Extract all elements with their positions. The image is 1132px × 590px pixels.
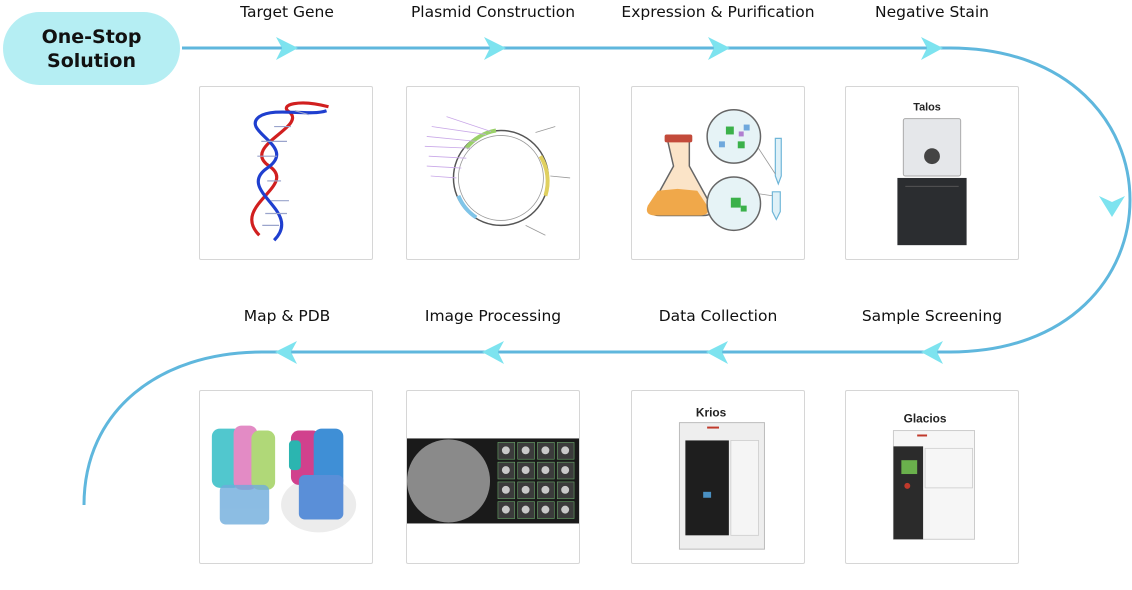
protein-structure-icon: [211, 425, 357, 533]
chevron-left-icon: [706, 341, 728, 364]
card-sample-screening: Glacios: [845, 390, 1019, 564]
label-map-pdb: Map & PDB: [243, 307, 331, 325]
krios-label: Krios: [696, 406, 727, 420]
talos-microscope-icon: Talos: [897, 102, 967, 246]
label-plasmid-construction: Plasmid Construction: [410, 3, 576, 21]
glacios-microscope-icon: Glacios: [892, 412, 975, 540]
pill-line-2: Solution: [47, 49, 136, 72]
label-negative-stain: Negative Stain: [874, 3, 990, 21]
chevron-right-icon: [276, 37, 298, 60]
chevron-down-icon: [1099, 196, 1125, 217]
card-expression-purification: [631, 86, 805, 260]
chevron-left-icon: [275, 341, 297, 364]
glacios-label: Glacios: [904, 412, 947, 426]
label-expression-purification: Expression & Purification: [621, 3, 815, 21]
flask-purification-icon: [646, 108, 782, 232]
chevron-right-icon: [921, 37, 943, 60]
micrograph-classes-icon: [407, 438, 579, 524]
card-data-collection: Krios: [631, 390, 805, 564]
one-stop-solution-pill: One-Stop Solution: [3, 12, 180, 85]
label-data-collection: Data Collection: [658, 307, 778, 325]
card-image-processing: [406, 390, 580, 564]
label-image-processing: Image Processing: [424, 307, 562, 325]
right-curve: [949, 46, 1132, 354]
krios-microscope-icon: Krios: [678, 406, 765, 550]
chevron-right-icon: [708, 37, 730, 60]
label-sample-screening: Sample Screening: [861, 307, 1003, 325]
dna-helix-icon: [250, 101, 329, 242]
card-negative-stain: Talos: [845, 86, 1019, 260]
pill-line-1: One-Stop: [41, 25, 142, 48]
card-plasmid-construction: [406, 86, 580, 260]
left-curve: [82, 350, 263, 506]
plasmid-map-icon: [424, 116, 571, 236]
chevron-left-icon: [921, 341, 943, 364]
label-target-gene: Target Gene: [240, 3, 334, 21]
chevron-right-icon: [484, 37, 506, 60]
card-map-pdb: [199, 390, 373, 564]
chevron-left-icon: [482, 341, 504, 364]
talos-label: Talos: [913, 102, 941, 114]
card-target-gene: [199, 86, 373, 260]
